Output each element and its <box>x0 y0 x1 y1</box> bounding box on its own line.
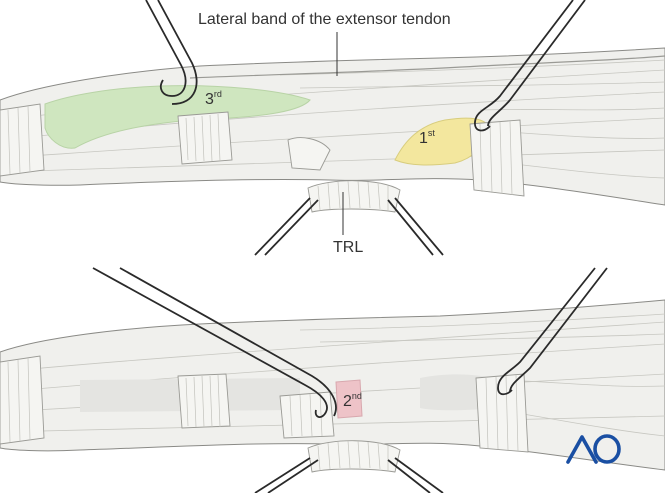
retractor-hook-3rd <box>145 0 187 97</box>
pulley-2nd-label: 2nd <box>343 391 362 410</box>
retractors-top <box>145 0 586 256</box>
pulley-1st-number: 1 <box>419 130 428 147</box>
bottom-panel-finger <box>0 299 665 473</box>
retractors-bottom <box>92 267 608 493</box>
trl-ligament-bottom <box>307 440 401 473</box>
retractor-hook-right-bottom <box>497 267 596 396</box>
retractor-trl <box>254 197 319 256</box>
pulley-3rd-region <box>44 85 311 149</box>
annular-bands-bottom <box>0 355 529 453</box>
retractor-trl-bottom <box>254 457 319 493</box>
top-panel-finger <box>0 47 665 213</box>
lateral-band-label: Lateral band of the extensor tendon <box>198 11 451 28</box>
pulley-2nd-suffix: nd <box>351 391 362 401</box>
ao-logo-o <box>593 434 621 464</box>
pulley-3rd-suffix: rd <box>213 89 222 99</box>
band-hatching-bottom <box>7 357 519 452</box>
pulley-2nd-region <box>335 379 363 419</box>
pulley-2nd-number: 2 <box>343 393 352 410</box>
ao-logo <box>566 434 621 464</box>
leader-lines-top <box>336 32 344 235</box>
pulley-1st-label: 1st <box>419 128 435 147</box>
pulley-1st-suffix: st <box>427 128 435 138</box>
lateral-band <box>189 55 665 79</box>
ao-logo-a <box>566 435 598 464</box>
trl-ligament <box>307 180 401 213</box>
band-hatching-top <box>7 105 513 196</box>
retractor-long-left <box>92 267 328 418</box>
retractor-hook-right <box>474 0 574 132</box>
trl-label: TRL <box>333 239 364 256</box>
pulley-3rd-label: 3rd <box>205 89 222 108</box>
pulley-3rd-number: 3 <box>205 91 214 108</box>
